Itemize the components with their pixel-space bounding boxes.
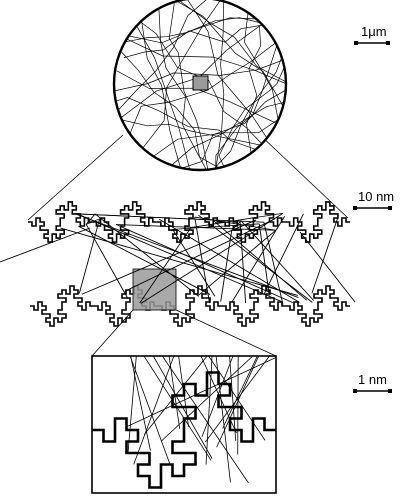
fiber-segment	[114, 0, 218, 114]
fractal-chain-segment	[28, 201, 93, 243]
crosslink-line	[78, 218, 101, 294]
scale-label-micrometer: 1μm	[361, 24, 387, 39]
scale-label-nanometer: 1 nm	[358, 372, 387, 387]
fiber-segment	[140, 16, 184, 170]
scale-bar-nanometer: 1 nm	[353, 372, 392, 393]
crosslink-line	[125, 357, 276, 428]
fractal-chain-segment	[156, 201, 222, 243]
fiber-segment	[214, 0, 225, 170]
fiber-segment	[123, 23, 268, 58]
crosslink-line	[263, 213, 304, 296]
band-fractal-chains	[28, 201, 350, 327]
crosslink-line	[299, 231, 356, 303]
fiber-segment	[128, 12, 192, 170]
fiber-segment	[148, 115, 285, 160]
rect-crosslink-lines	[125, 356, 276, 484]
crosslink-line	[78, 225, 211, 295]
crosslink-line	[220, 230, 233, 302]
crosslink-line	[85, 213, 96, 225]
fractal-chain-segment	[158, 285, 222, 327]
crosslink-line	[198, 214, 313, 303]
fractal-chain-segment	[286, 285, 350, 327]
crosslink-line	[158, 218, 300, 303]
crosslink-line	[229, 356, 237, 441]
crosslink-line	[212, 219, 307, 301]
crosslink-line	[78, 214, 282, 302]
fractal-chain-segment	[285, 201, 350, 243]
fiber-segment	[115, 97, 261, 152]
crosslink-line	[172, 229, 216, 297]
crosslink-line	[143, 356, 208, 435]
crosslink-line	[124, 218, 276, 292]
crosslink-line	[239, 220, 247, 303]
crosslink-line	[194, 217, 211, 304]
fiber-segment	[218, 60, 286, 168]
crosslink-line	[129, 356, 171, 465]
crosslink-line	[130, 356, 151, 451]
circle-fiber-network	[114, 0, 286, 170]
crosslink-line	[160, 356, 254, 442]
fiber-segment	[116, 118, 271, 148]
fractal-band-10nm-view	[0, 201, 356, 327]
crosslink-line	[240, 220, 314, 301]
fiber-segment	[244, 11, 280, 127]
crosslink-line	[178, 356, 190, 428]
crosslink-line	[311, 216, 339, 294]
crosslink-line	[201, 356, 234, 437]
crosslink-line	[0, 227, 91, 263]
crosslink-line	[116, 224, 276, 231]
fiber-segment	[121, 17, 263, 44]
circle-zoom-box	[192, 75, 209, 91]
fiber-segment	[246, 25, 262, 158]
scale-bar-micrometer: 1μm	[354, 24, 390, 45]
crosslink-line	[198, 229, 277, 296]
fiber-segment	[114, 58, 286, 92]
fiber-segment	[171, 0, 285, 109]
crosslink-line	[205, 356, 213, 465]
fiber-segment	[209, 44, 286, 170]
crosslink-line	[94, 213, 199, 297]
fiber-segment	[168, 3, 209, 170]
scale-bar-10nm: 10 nm	[353, 189, 394, 210]
crosslink-line	[194, 216, 276, 231]
fractal-chain-segment	[30, 285, 94, 327]
band-crosslink-lines	[0, 212, 356, 305]
fiber-segment	[115, 45, 225, 170]
crosslink-line	[161, 356, 249, 484]
crosslink-line	[190, 212, 284, 228]
crosslink-line	[127, 356, 137, 454]
fractal-chain-segment	[222, 285, 286, 327]
crosslink-line	[139, 227, 192, 304]
fiber-segment	[167, 101, 285, 169]
crosslink-line	[140, 212, 284, 304]
crosslink-line	[200, 356, 237, 434]
crosslink-line	[133, 356, 175, 465]
crosslink-line	[60, 227, 298, 296]
rect-fractal-chain	[92, 371, 276, 489]
crosslink-line	[152, 356, 213, 459]
fractal-chain-segment	[92, 201, 157, 243]
circle-micrometer-view	[112, 0, 288, 172]
crosslink-line	[215, 356, 231, 483]
crosslink-line	[208, 356, 266, 441]
crosslink-line	[85, 224, 129, 300]
crosslink-line	[172, 223, 260, 230]
crosslink-line	[143, 356, 212, 461]
crosslink-line	[75, 213, 264, 223]
fractal-chain-zoomed	[92, 371, 276, 489]
crosslink-line	[86, 218, 100, 225]
band-zoom-box	[132, 268, 177, 311]
zoom-rect-1nm-view	[91, 355, 277, 494]
scale-label-10nm: 10 nm	[358, 189, 394, 204]
